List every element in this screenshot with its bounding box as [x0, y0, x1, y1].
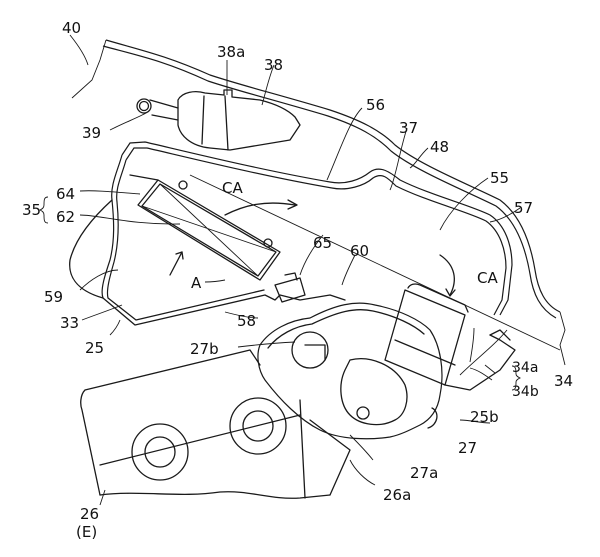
label-39: 39 [82, 124, 101, 142]
label-59: 59 [44, 288, 63, 306]
section-line [189, 174, 561, 351]
arrow-head-icon [287, 199, 298, 210]
label-37: 37 [399, 119, 418, 137]
label-27b: 27b [190, 340, 219, 358]
leader-lines [69, 34, 521, 506]
label-57: 57 [514, 199, 533, 217]
label-27: 27 [458, 439, 477, 457]
component-38 [136, 89, 301, 151]
label-64: 64 [56, 185, 75, 203]
label-60: 60 [350, 242, 369, 260]
air-cleaner-case-25 [69, 154, 346, 326]
label-34a: 34a [512, 360, 538, 376]
label-65: 65 [313, 234, 332, 252]
flow-arrow-ca-lower [439, 254, 455, 296]
label-35: 35 [22, 201, 41, 219]
label-e: (E) [76, 523, 97, 541]
label-56: 56 [366, 96, 385, 114]
label-58: 58 [237, 312, 256, 330]
label-a: A [191, 274, 202, 292]
label-38: 38 [264, 56, 283, 74]
brace-34 [511, 365, 522, 391]
duct-wall-56 [121, 141, 513, 316]
label-ca-lower: CA [477, 269, 498, 287]
label-62: 62 [56, 208, 75, 226]
throttle-body-27 [257, 302, 443, 440]
label-26a: 26a [383, 486, 411, 504]
label-25b: 25b [470, 408, 499, 426]
label-34: 34 [554, 372, 573, 390]
brace-35 [38, 196, 49, 224]
filter-element-62 [129, 174, 281, 281]
reference-labels: 40 38a 38 39 56 37 48 55 57 35 64 62 59 … [22, 19, 573, 541]
flow-arrows [169, 199, 456, 297]
label-ca-upper: CA [222, 179, 243, 197]
label-34b: 34b [512, 384, 539, 400]
body-panel-40 [71, 39, 566, 366]
fitting-65 [274, 272, 306, 303]
arrow-head-icon [175, 251, 184, 260]
label-40: 40 [62, 19, 81, 37]
connecting-tube-25b [384, 283, 516, 391]
label-33: 33 [60, 314, 79, 332]
label-38a: 38a [217, 43, 245, 61]
label-27a: 27a [410, 464, 438, 482]
engine-block-26 [80, 349, 351, 499]
label-26: 26 [80, 505, 99, 523]
arrow-head-icon [445, 288, 456, 297]
flow-arrow-ca-upper [224, 202, 296, 216]
label-25: 25 [85, 339, 104, 357]
flow-arrow-a [169, 251, 183, 276]
label-55: 55 [490, 169, 509, 187]
label-48: 48 [430, 138, 449, 156]
